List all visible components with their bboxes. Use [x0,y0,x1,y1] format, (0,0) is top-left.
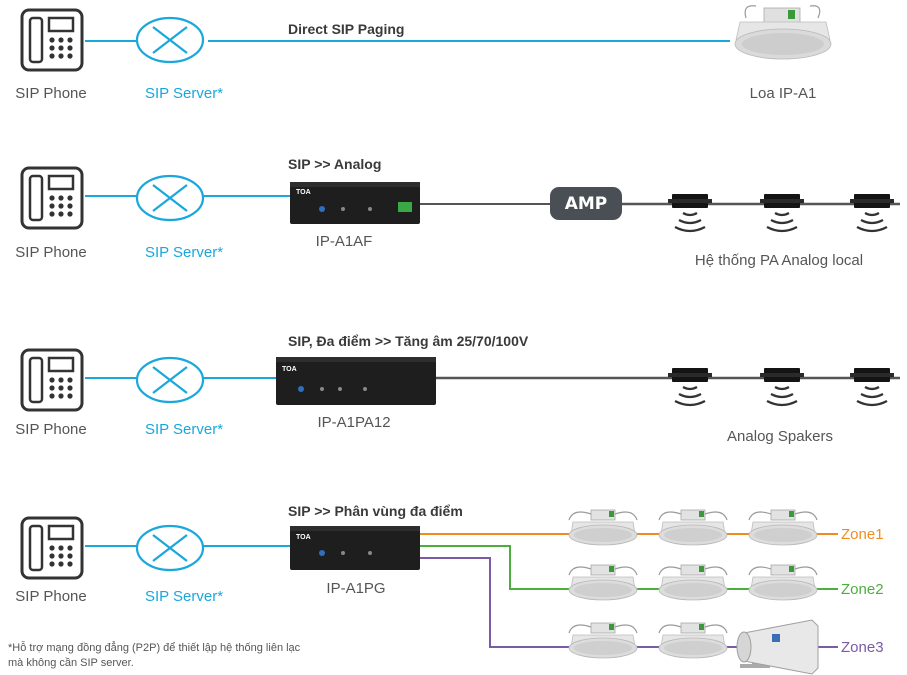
row-1 [20,5,832,72]
row4-title: SIP >> Phân vùng đa điểm [288,503,463,519]
svg-text:TOA: TOA [296,534,311,541]
zone2-label: Zone2 [841,581,884,598]
row4-phone-label: SIP Phone [15,588,87,605]
ceiling-speaker-icon [568,509,638,546]
row2-device-label: IP-A1AF [315,233,373,250]
footnote-line-2: mà không cần SIP server. [8,657,134,669]
analog-speaker-icon [666,192,714,233]
ip-speaker-icon [734,5,832,60]
ceiling-speaker-icon [748,509,818,546]
ceiling-speaker-icon [568,564,638,601]
analog-speaker-icon [758,192,806,233]
row-2: TOA AMP [20,166,900,233]
analog-speaker-icon [848,366,896,407]
row4-server-label: SIP Server* [144,588,224,605]
row2-server-label: SIP Server* [144,244,224,261]
row1-server-label: SIP Server* [144,85,224,102]
ip-a1pa12-device-icon: TOA [276,357,436,405]
row1-end-label: Loa IP-A1 [749,85,817,102]
sip-phone-icon [20,348,84,412]
ip-a1af-device-icon: TOA [290,182,420,224]
analog-speaker-icon [848,192,896,233]
sip-phone-icon [20,516,84,580]
analog-speaker-icon [758,366,806,407]
row3-end-label: Analog Spakers [727,428,833,445]
row4-device-label: IP-A1PG [326,580,386,597]
row2-title: SIP >> Analog [288,156,382,172]
row3-title: SIP, Đa điểm >> Tăng âm 25/70/100V [288,333,529,349]
ceiling-speaker-icon [658,509,728,546]
horn-speaker-icon [736,619,819,675]
ip-a1pg-device-icon: TOA [290,526,420,570]
amp-block: AMP [550,187,622,220]
row3-device-label: IP-A1PA12 [317,414,391,431]
row1-title: Direct SIP Paging [288,21,405,37]
svg-text:TOA: TOA [296,189,311,196]
row-4: TOA [20,509,838,675]
footnote-line-1: *Hỗ trợ mạng đồng đẳng (P2P) để thiết lậ… [8,642,301,654]
row3-phone-label: SIP Phone [15,421,87,438]
zone3-label: Zone3 [841,639,884,656]
footnote: *Hỗ trợ mạng đồng đẳng (P2P) để thiết lậ… [8,641,448,671]
row-3: TOA [20,348,900,412]
ceiling-speaker-icon [658,564,728,601]
sip-server-icon [135,524,205,572]
ceiling-speaker-icon [658,622,728,659]
row1-phone-label: SIP Phone [15,85,87,102]
sip-server-icon [135,16,205,64]
sip-server-icon [135,174,205,222]
zone1-label: Zone1 [841,526,884,543]
sip-phone-icon [20,8,84,72]
row3-server-label: SIP Server* [144,421,224,438]
svg-text:TOA: TOA [282,366,297,373]
ceiling-speaker-icon [748,564,818,601]
analog-speaker-icon [666,366,714,407]
amp-label: AMP [565,194,608,214]
sip-phone-icon [20,166,84,230]
row2-phone-label: SIP Phone [15,244,87,261]
sip-server-icon [135,356,205,404]
row2-end-label: Hệ thống PA Analog local [694,252,864,269]
ceiling-speaker-icon [568,622,638,659]
